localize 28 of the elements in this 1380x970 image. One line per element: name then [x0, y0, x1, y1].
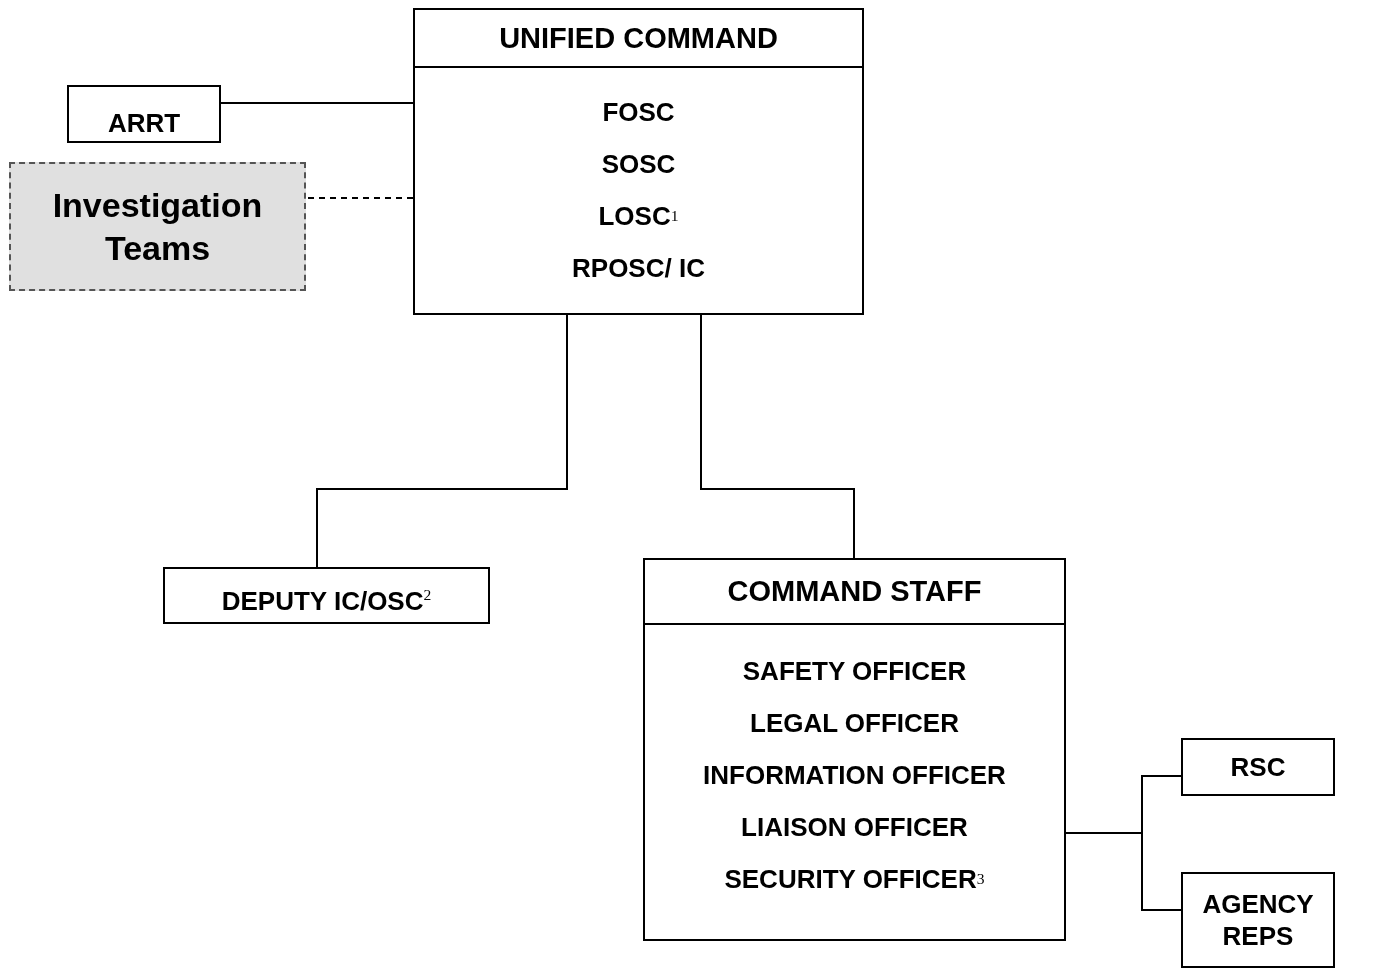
connector-line	[316, 314, 568, 568]
role-box	[67, 85, 221, 143]
command-panel	[643, 558, 1066, 941]
node-label: UNIFIED COMMAND	[499, 20, 778, 56]
role-label: SAFETY OFFICER	[742, 654, 967, 688]
node-label: RSC	[1230, 750, 1286, 784]
node-label: ARRT	[107, 106, 181, 140]
role-label: RPOSC/ IC	[572, 251, 705, 285]
role-box	[1181, 872, 1335, 968]
role-label: LEGAL OFFICER	[750, 706, 959, 740]
connector-line	[1065, 832, 1182, 911]
connector-line	[220, 102, 414, 104]
role-label: LOSC$^{1}$	[598, 199, 679, 233]
node-label: AGENCY REPS	[1201, 887, 1315, 953]
role-label: SOSC	[601, 147, 676, 181]
connector-line	[305, 197, 414, 199]
command-panel	[413, 8, 864, 315]
node-label: COMMAND STAFF	[727, 574, 982, 610]
node-label: Investigation Teams	[51, 185, 264, 269]
connector-line	[700, 314, 855, 559]
role-label: INFORMATION OFFICER	[703, 758, 1006, 792]
role-label: FOSC	[602, 95, 675, 129]
role-box	[163, 567, 490, 624]
role-label: LIAISON OFFICER	[741, 810, 968, 844]
role-label: SECURITY OFFICER$^{3}$	[724, 862, 985, 896]
team-box	[9, 162, 306, 291]
node-label: DEPUTY IC/OSC$^{2}$	[221, 585, 432, 618]
role-box	[1181, 738, 1335, 796]
